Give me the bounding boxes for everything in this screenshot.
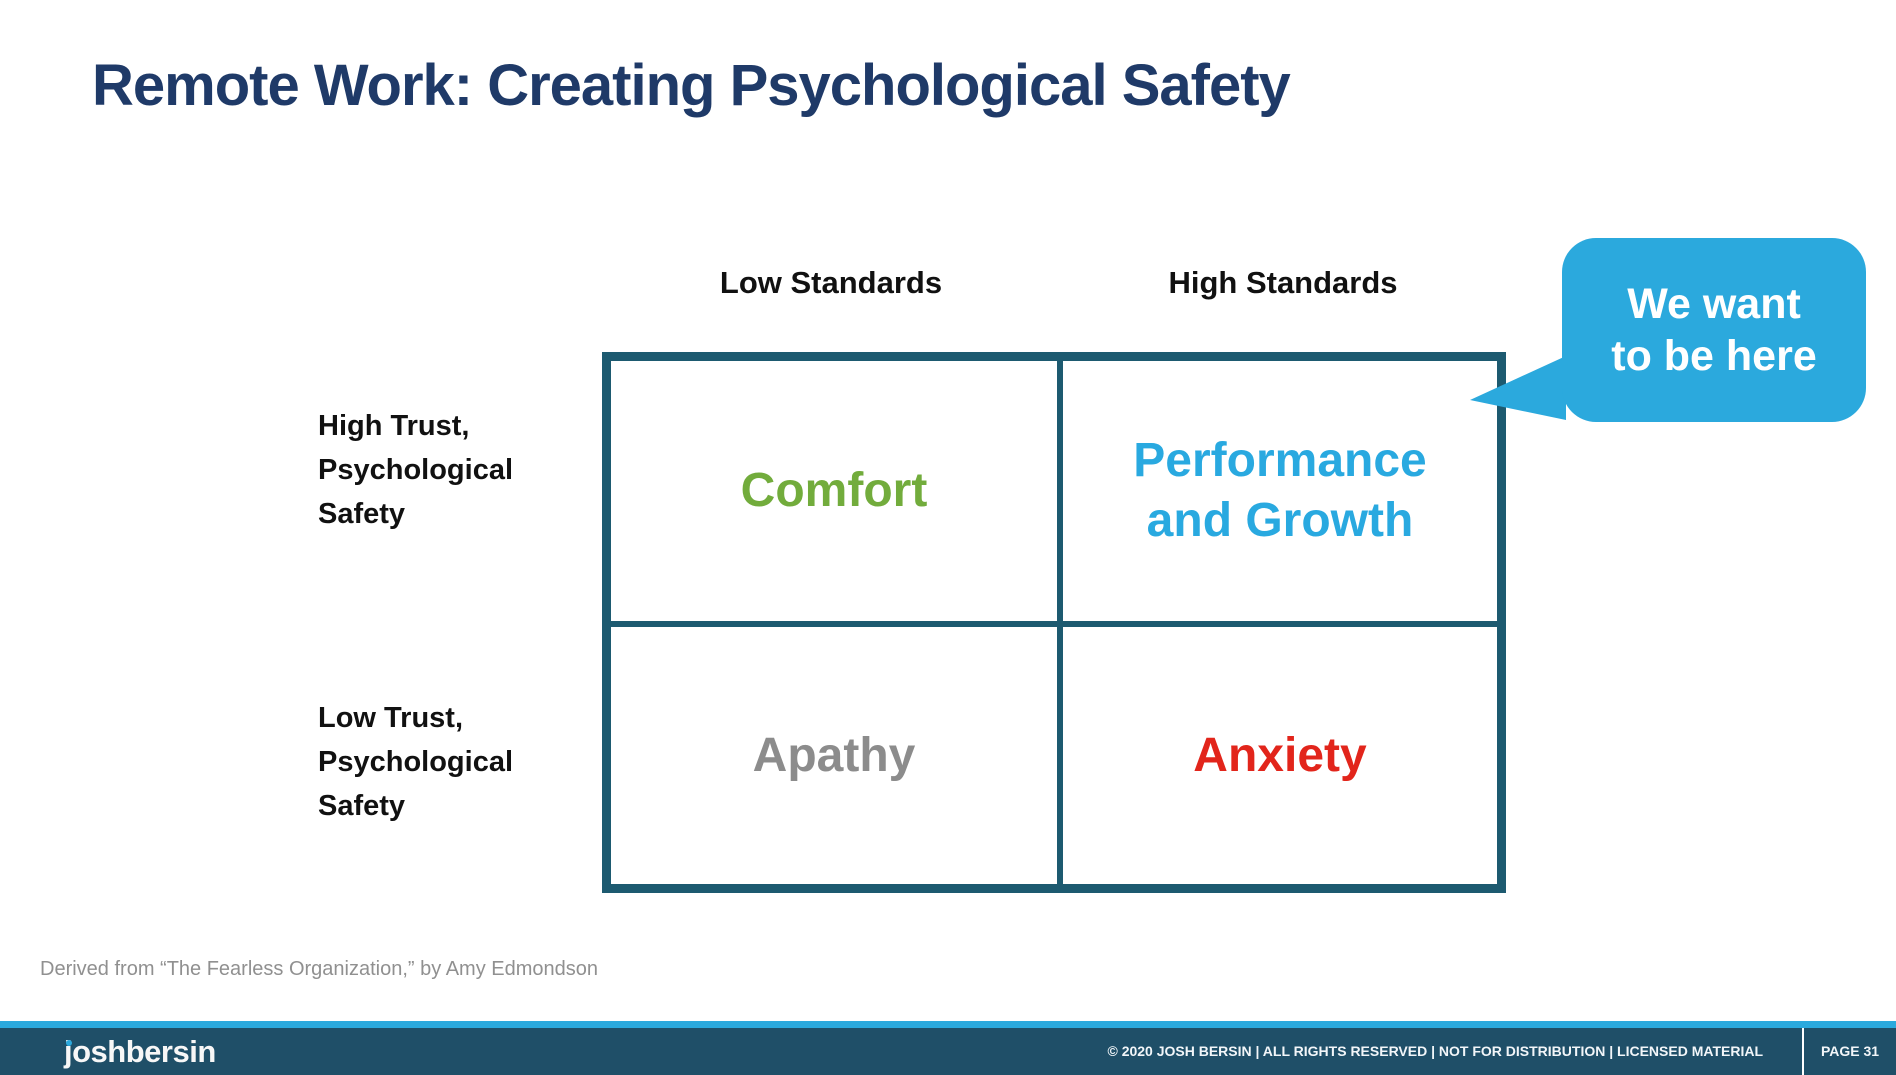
footer-divider — [1802, 1028, 1804, 1075]
footer-accent-strip — [0, 1021, 1896, 1028]
quadrant-anxiety-label: Anxiety — [1193, 728, 1367, 782]
column-header-low-standards: Low Standards — [719, 265, 943, 300]
quadrant-comfort-label: Comfort — [740, 464, 928, 517]
attribution-text: Derived from “The Fearless Organization,… — [40, 958, 598, 980]
callout-bubble: We want to be here — [1562, 238, 1866, 422]
footer-bar: joshbersin © 2020 JOSH BERSIN | ALL RIGH… — [0, 1028, 1896, 1075]
quadrant-anxiety: Anxiety — [1060, 624, 1500, 887]
joshbersin-logo: joshbersin — [64, 1028, 216, 1075]
quadrant-apathy-label: Apathy — [752, 728, 916, 782]
quadrant-performance-growth: Performance and Growth — [1060, 358, 1500, 624]
row-header-high-trust: High Trust, Psychological Safety — [318, 410, 514, 530]
callout-text: We want to be here — [1611, 279, 1817, 380]
logo-j-dot-accent — [66, 1040, 72, 1046]
callout-tail — [1470, 356, 1566, 420]
joshbersin-logo-text: joshbersin — [64, 1034, 216, 1069]
row-header-low-trust: Low Trust, Psychological Safety — [318, 702, 514, 822]
quadrant-comfort: Comfort — [608, 358, 1060, 624]
slide-title: Remote Work: Creating Psychological Safe… — [92, 53, 1291, 118]
quadrant-performance-growth-label: Performance and Growth — [1133, 434, 1427, 547]
copyright-text: © 2020 JOSH BERSIN | ALL RIGHTS RESERVED… — [1107, 1043, 1763, 1059]
quadrant-apathy: Apathy — [608, 624, 1060, 887]
page-number: PAGE 31 — [1820, 1043, 1880, 1059]
column-header-high-standards: High Standards — [1168, 265, 1398, 300]
two-by-two-matrix: Comfort Performance and Growth Apathy An… — [602, 352, 1506, 893]
